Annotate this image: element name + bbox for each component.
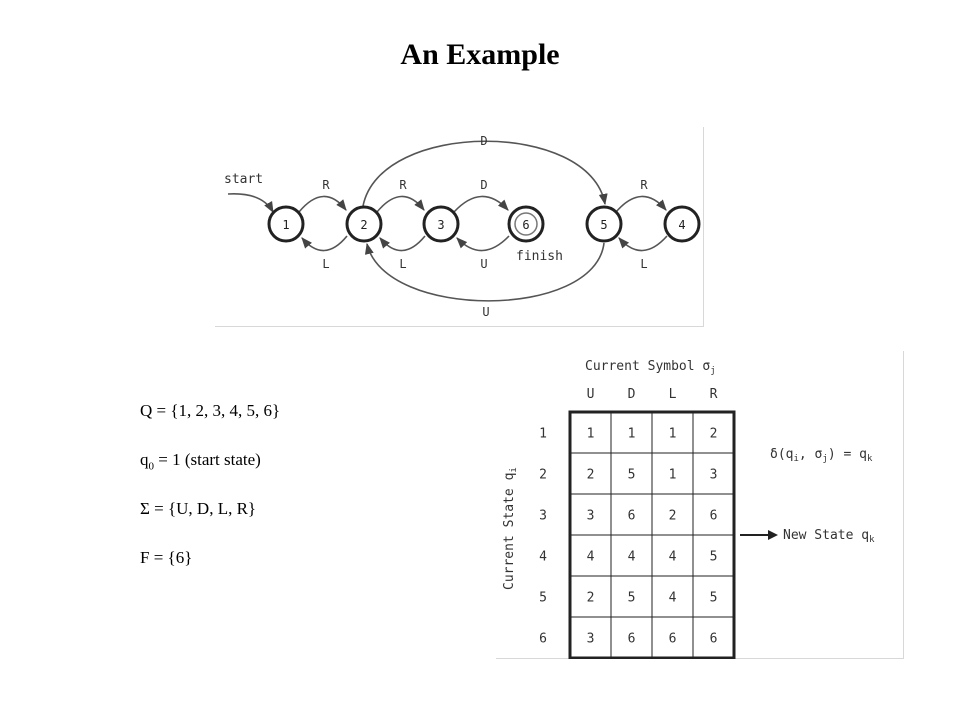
table-cell: 4 [669,550,677,565]
page-title: An Example [400,38,560,71]
table-cell: 5 [628,468,636,483]
states-set: Q = {1, 2, 3, 4, 5, 6} [140,401,281,420]
transition-formula: δ(qi, σj) = qk [770,447,873,464]
edge-label-3-2: L [399,257,406,271]
column-title: Current Symbol σj [585,359,716,376]
row-title: Current State qi [502,467,519,590]
edge-label-1-2: R [322,178,330,192]
edge-label-3-6: D [480,178,487,192]
new-state-label: New State qk [783,528,875,545]
edge-label-5-2: U [482,305,489,319]
row-header: 3 [539,509,547,524]
edge-label-2-3: R [399,178,407,192]
table-cell: 2 [587,468,595,483]
column-header: L [669,387,677,402]
table-cell: 2 [587,591,595,606]
table-cell: 3 [587,509,595,524]
column-header: U [587,387,595,402]
table-cell: 1 [628,427,636,442]
state-3-label: 3 [437,218,444,232]
state-5-label: 5 [600,218,607,232]
table-cell: 6 [669,632,677,647]
edge-label-4-5: L [640,257,647,271]
table-cell: 1 [669,468,677,483]
edge-2-1-L [301,235,348,252]
row-header: 4 [539,550,547,565]
table-cell: 4 [628,550,636,565]
edge-5-4-R [615,195,667,213]
table-cell: 3 [587,632,595,647]
table-cell: 1 [669,427,677,442]
edge-4-5-L [618,235,668,252]
state-6 [507,205,545,243]
state-2-label: 2 [360,218,367,232]
table-cell: 6 [628,509,636,524]
row-header: 6 [539,632,547,647]
diagram-frame [215,127,704,327]
edge-2-5-D [362,140,608,207]
alphabet-set: Σ = {U, D, L, R} [140,499,257,518]
state-6-inner-ring [514,212,538,236]
table-cell: 1 [587,427,595,442]
column-header: R [710,387,718,402]
row-header: 2 [539,468,547,483]
state-3 [422,205,460,243]
formal-definitions: Q = {1, 2, 3, 4, 5, 6} q0 = 1 (start sta… [140,398,280,594]
table-cell: 2 [710,427,718,442]
new-state-arrowhead [768,530,778,540]
finish-label: finish [516,249,563,264]
table-cell: 6 [628,632,636,647]
start-arrow [227,193,274,213]
table-cell: 3 [710,468,718,483]
edge-5-2-U [364,242,605,302]
edge-2-3-R [376,195,425,213]
start-label: start [224,172,263,187]
state-6-label: 6 [522,218,529,232]
table-cell: 5 [710,591,718,606]
final-states-set: F = {6} [140,548,193,567]
table-cell: 4 [587,550,595,565]
state-5 [585,205,623,243]
column-header: D [628,387,636,402]
table-cell: 4 [669,591,677,606]
edge-label-2-1: L [322,257,329,271]
row-header: 1 [539,427,547,442]
state-2 [345,205,383,243]
edge-3-6-D [453,195,509,213]
table-cell: 5 [710,550,718,565]
table-cell: 2 [669,509,677,524]
state-1-label: 1 [282,218,289,232]
edge-label-6-3: U [480,257,487,271]
start-state-def: q0 = 1 (start state) [140,450,261,473]
table-cell: 5 [628,591,636,606]
state-1 [267,205,305,243]
edge-label-2-5: D [480,134,487,148]
row-header: 5 [539,591,547,606]
state-4 [663,205,701,243]
edge-1-2-R [298,195,347,213]
state-machine-diagram: 1 2 3 6 5 4 R L R L D U D U R L start fi… [224,134,701,319]
edge-6-3-U [456,235,510,252]
state-4-label: 4 [678,218,685,232]
table-cell: 6 [710,509,718,524]
table-cell: 6 [710,632,718,647]
edge-3-2-L [379,235,426,252]
edge-label-5-4: R [640,178,648,192]
